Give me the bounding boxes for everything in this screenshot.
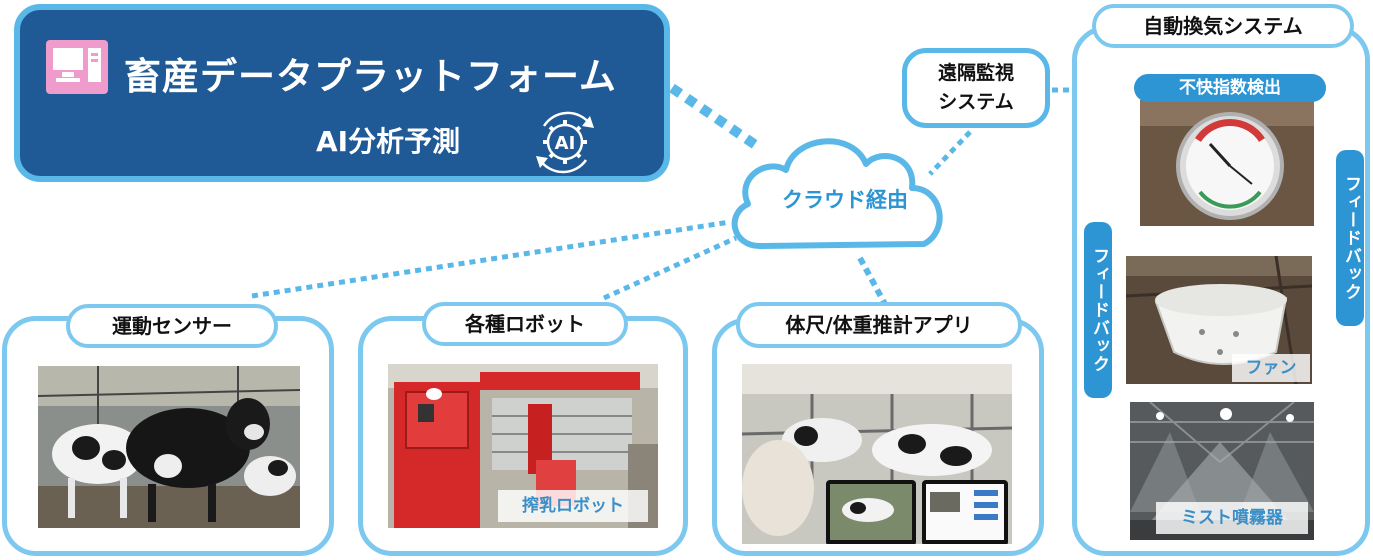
thermometer-photo xyxy=(1140,100,1314,226)
ventilation-title: 自動換気システム xyxy=(1092,4,1354,48)
discomfort-index-label: 不快指数検出 xyxy=(1134,74,1326,102)
svg-text:AI: AI xyxy=(555,133,576,154)
platform-title: 畜産データプラットフォーム xyxy=(124,55,617,98)
motion-sensor-title: 運動センサー xyxy=(66,304,278,348)
robots-cloud-connector xyxy=(602,235,738,301)
body-size-app-title: 体尺/体重推計アプリ xyxy=(736,302,1022,348)
remote-monitoring-box: 遠隔監視 システム xyxy=(902,48,1050,128)
milking-robot-caption: 搾乳ロボット xyxy=(498,490,648,522)
ai-gear-icon: AI xyxy=(526,104,604,180)
cloud-label: クラウド経由 xyxy=(782,188,908,212)
body-size-app-photo xyxy=(742,364,1012,544)
robots-title: 各種ロボット xyxy=(422,302,628,346)
cows-photo xyxy=(38,366,300,528)
bodyapp-cloud-connector xyxy=(857,256,889,308)
mist-sprayer-caption: ミスト噴霧器 xyxy=(1156,502,1308,534)
remote-line2: システム xyxy=(938,91,1014,113)
feedback-left-label: フィードバック xyxy=(1084,222,1112,398)
cloud-icon xyxy=(731,138,943,249)
feedback-right-label: フィードバック xyxy=(1336,150,1364,326)
remote-cloud-connector xyxy=(928,130,972,176)
platform-subtitle: AI分析予測 xyxy=(316,125,461,158)
sensor-cloud-connector xyxy=(251,219,731,299)
data-platform-box: 畜産データプラットフォーム AI分析予測 AI xyxy=(14,4,670,182)
fan-caption: ファン xyxy=(1232,354,1310,382)
remote-line1: 遠隔監視 xyxy=(937,62,1014,84)
computer-icon xyxy=(46,40,108,94)
